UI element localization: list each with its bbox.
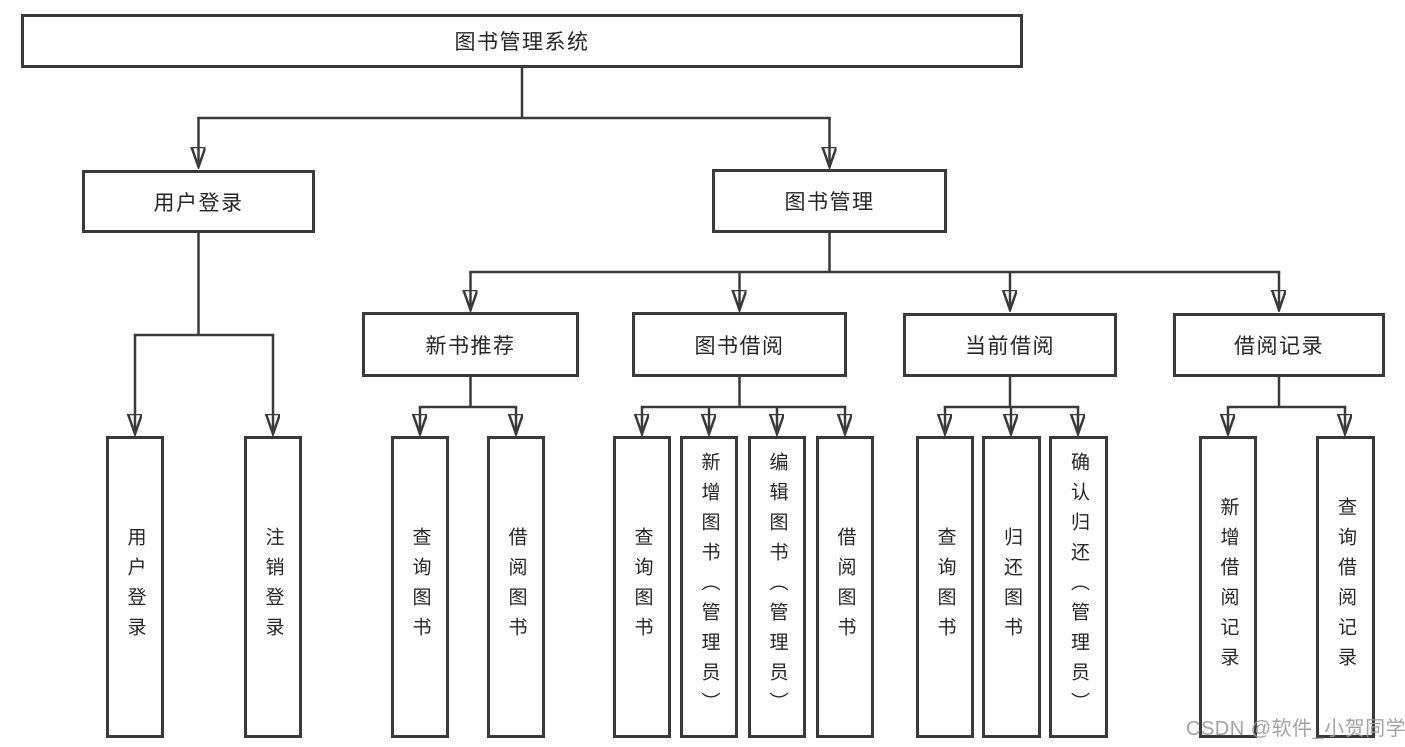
node-label: 用户登录 — [153, 191, 244, 215]
node-user-login: 用户登录 — [82, 170, 315, 233]
node-book-borrowing: 图书借阅 — [632, 312, 847, 377]
leaf-edit-books-admin: 编辑图书（管理员） — [748, 436, 806, 738]
leaf-add-borrow-record: 新增借阅记录 — [1199, 436, 1257, 738]
node-label: 借阅图书 — [834, 527, 856, 647]
leaf-logout: 注销登录 — [244, 436, 302, 738]
leaf-borrow-books-recommend: 借阅图书 — [487, 436, 545, 738]
node-label: 新书推荐 — [425, 334, 516, 358]
csdn-watermark: CSDN @软件_小贺同学 — [1186, 718, 1405, 740]
node-label: 图书管理系统 — [454, 31, 590, 54]
node-label: 归还图书 — [1001, 527, 1022, 647]
leaf-borrow-books: 借阅图书 — [816, 436, 874, 738]
leaf-query-books-recommend: 查询图书 — [391, 436, 449, 738]
node-label: 用户登录 — [124, 527, 146, 647]
node-label: 当前借阅 — [965, 335, 1055, 358]
leaf-add-books-admin: 新增图书（管理员） — [680, 436, 738, 738]
node-label: 查询图书 — [409, 527, 431, 647]
node-label: 新增图书（管理员） — [698, 452, 720, 722]
node-root-system: 图书管理系统 — [21, 14, 1023, 68]
node-label: 注销登录 — [262, 527, 284, 647]
node-label: 图书借阅 — [694, 334, 785, 358]
leaf-confirm-return-admin: 确认归还（管理员） — [1049, 436, 1108, 738]
node-new-book-recommend: 新书推荐 — [362, 312, 579, 377]
node-label: 借阅记录 — [1234, 335, 1324, 358]
leaf-query-borrow-record: 查询借阅记录 — [1316, 436, 1375, 738]
leaf-query-books-borrow: 查询图书 — [613, 436, 671, 738]
node-current-borrowing: 当前借阅 — [903, 313, 1117, 377]
node-book-management: 图书管理 — [712, 169, 947, 233]
node-label: 查询图书 — [934, 527, 956, 647]
leaf-return-books: 归还图书 — [982, 436, 1041, 738]
leaf-query-books-current: 查询图书 — [916, 436, 974, 738]
leaf-user-login: 用户登录 — [106, 436, 164, 738]
node-label: 新增借阅记录 — [1217, 497, 1239, 677]
node-label: 确认归还（管理员） — [1068, 452, 1089, 722]
node-label: 查询图书 — [631, 527, 653, 647]
node-label: 查询借阅记录 — [1335, 497, 1356, 677]
node-label: 借阅图书 — [505, 527, 527, 647]
node-label: 编辑图书（管理员） — [766, 452, 788, 722]
node-borrowing-records: 借阅记录 — [1173, 313, 1385, 377]
node-label: 图书管理 — [784, 191, 875, 214]
